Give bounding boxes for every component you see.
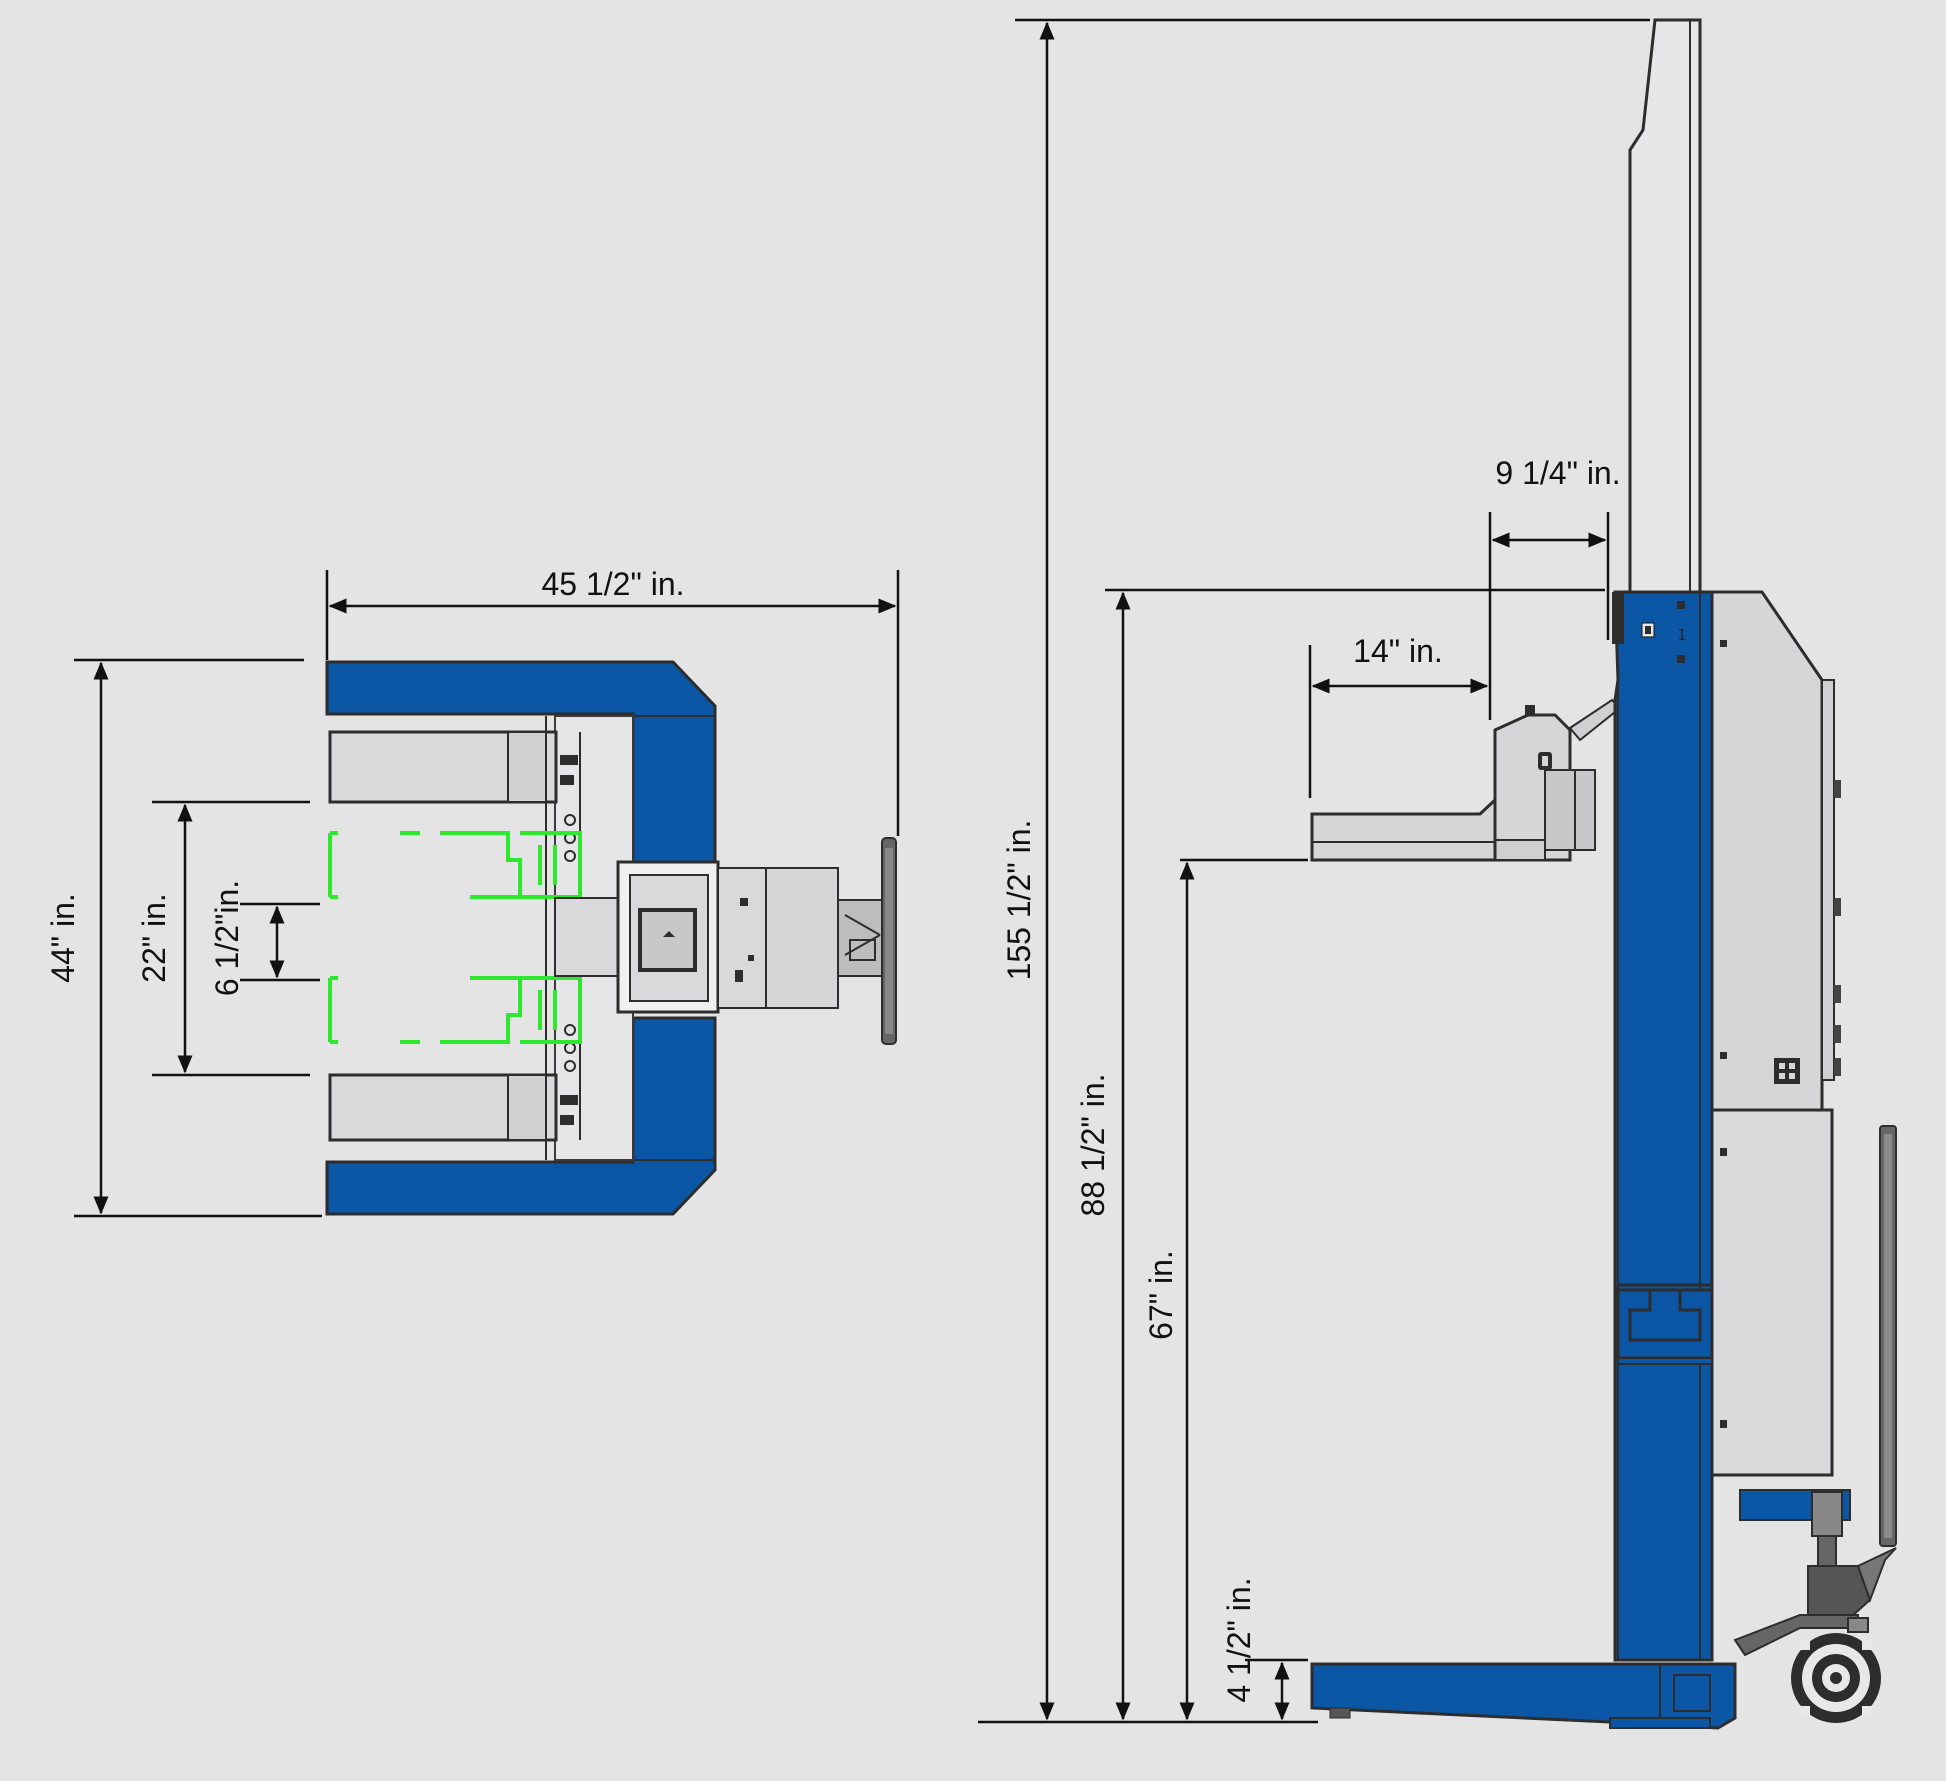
dim-carriage-height: 88 1/2" in. [1075,1073,1111,1216]
dim-overall-height: 155 1/2" in. [1001,820,1037,981]
rear-housing [1710,590,1824,1112]
fork [1310,796,1497,862]
top-view [325,660,897,1216]
dim-overall-width: 45 1/2" in. [541,566,684,602]
dim-inner-opening: 22" in. [136,893,172,983]
dim-base-height: 4 1/2" in. [1221,1577,1257,1702]
side-view: 0 1 [1310,18,1897,1730]
fork-outline-green [328,831,582,1044]
dim-mast-offset: 9 1/4" in. [1495,455,1620,491]
side-view-dimensions [978,18,1650,1724]
switch-label-on: 1 [1677,626,1687,644]
top-view-dimensions [74,570,900,1218]
blue-column [1613,590,1714,1662]
dim-fork-height: 67" in. [1143,1250,1179,1340]
top-frame-arm-lower [325,1016,717,1216]
blue-base [1310,1662,1737,1730]
caster-wheel [1791,1633,1881,1723]
dim-center-gap: 6 1/2"in. [209,880,245,996]
dim-fork-length: 14" in. [1353,633,1443,669]
dim-overall-depth: 44" in. [45,893,81,983]
